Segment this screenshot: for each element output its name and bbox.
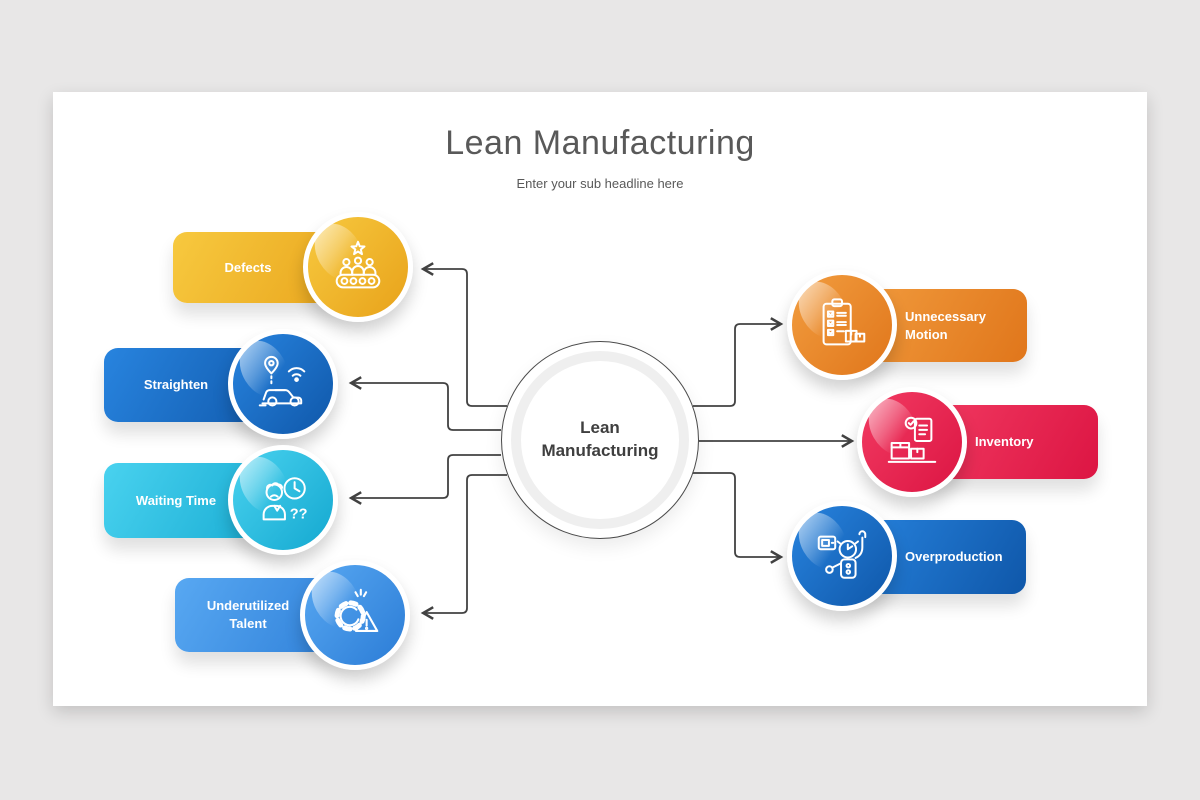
page-title[interactable]: Lean Manufacturing: [445, 124, 755, 162]
center-hub[interactable]: Lean Manufacturing: [501, 341, 699, 539]
center-hub-label: Lean Manufacturing: [541, 417, 658, 463]
assembly-line-icon: [327, 236, 389, 298]
circle-defects[interactable]: [303, 212, 413, 322]
circle-inventory[interactable]: [857, 387, 967, 497]
circle-waiting-time[interactable]: ??: [228, 445, 338, 555]
circle-underutilized-talent[interactable]: [300, 560, 410, 670]
pill-straighten-label: Straighten: [143, 377, 209, 393]
robot-icon: [811, 525, 873, 587]
circle-straighten[interactable]: [228, 329, 338, 439]
center-hub-ring: [511, 351, 689, 529]
smart-car-icon: [252, 353, 314, 415]
pill-inventory-label: Inventory: [975, 434, 1034, 450]
circle-unnecessary-motion[interactable]: [787, 270, 897, 380]
waiting-person-icon: ??: [252, 469, 308, 522]
pill-defects-label: Defects: [224, 259, 272, 275]
pill-underutilized-talent-label: Underutilized Talent: [206, 598, 290, 631]
inventory-boxes-icon: [881, 411, 943, 473]
pill-waiting-time-label: Waiting Time: [135, 492, 217, 508]
svg-text:??: ??: [290, 506, 308, 522]
center-label-line2: Manufacturing: [541, 441, 659, 460]
gear-warning-icon: [324, 584, 386, 646]
page-subtitle[interactable]: Enter your sub headline here: [516, 176, 684, 191]
pill-overproduction-label: Overproduction: [905, 549, 1003, 565]
circle-overproduction[interactable]: [787, 501, 897, 611]
pill-unnecessary-motion-label: Unnecessary Motion: [905, 308, 986, 342]
checklist-boxes-icon: [811, 294, 873, 356]
center-label-line1: Lean: [580, 418, 620, 438]
